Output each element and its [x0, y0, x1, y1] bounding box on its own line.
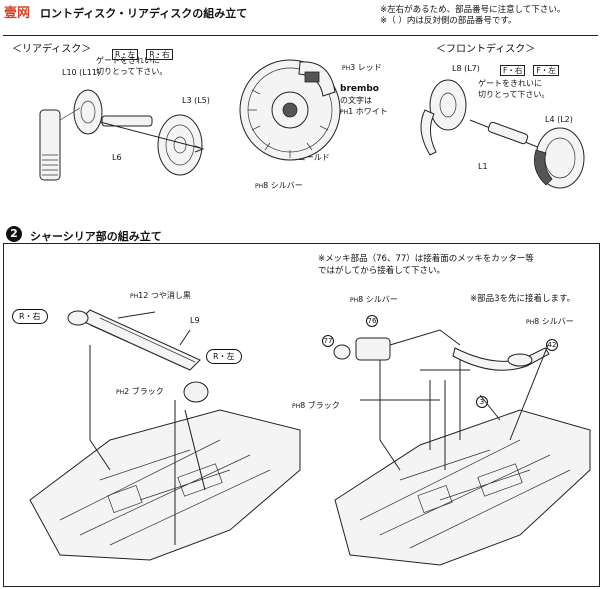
right-black-note: PH8 ブラック: [292, 401, 340, 410]
brembo-note: brembo の文字は PH1 ホワイト: [340, 84, 388, 118]
front-disc-heading: ＜フロントディスク＞: [436, 44, 536, 55]
front-disc-drawing: [420, 79, 585, 189]
step2-glue-first-note: ※部品3を先に接着します。: [470, 294, 576, 304]
caliper-drawing: [239, 59, 341, 161]
step1-note-sides: ※左右があるため、部品番号に注意して下さい。: [380, 5, 566, 15]
front-side-tags: F・右 F・左: [500, 58, 559, 77]
caliper-white-note: PH1 ホワイト: [340, 107, 388, 116]
paint-prefix: PH: [342, 65, 351, 72]
brembo-text: brembo: [340, 84, 379, 94]
rear-gate-note-line2: 切りとって下さい。: [96, 67, 168, 76]
step2-title: シャーシリア部の組み立て: [30, 230, 162, 243]
rear-disc-drawing: [39, 89, 205, 181]
matte-black-note: PH12 つや消し黒: [130, 291, 191, 300]
caliper-silver-note: PH8 シルバー: [255, 181, 303, 190]
part-l4: L4 (L2): [545, 115, 573, 124]
step1-note-parens: ※（ ）内は反対側の部品番号です。: [380, 16, 517, 26]
rear-side-tags: R・左 R・右: [112, 42, 173, 61]
part-42-callout: 42: [546, 339, 558, 351]
left-black-note: PH2 ブラック: [116, 387, 164, 396]
part-l9: L9: [190, 316, 200, 325]
part-76-callout: 76: [366, 315, 378, 327]
front-side-right: F・右: [500, 65, 526, 76]
step2-panel: [3, 243, 600, 587]
rear-side-right: R・右: [146, 49, 173, 60]
front-gate-note-line2: 切りとって下さい。: [478, 90, 550, 99]
front-side-left: F・左: [533, 65, 559, 76]
left-side-r-tag: R・右: [12, 304, 48, 324]
step1-panel: [3, 35, 598, 211]
part-l8: L8 (L7): [452, 64, 480, 73]
rear-gate-note-line1: ゲートをきれいに: [96, 56, 160, 65]
step2-plating-note-1: ※メッキ部品（76、77）は接着面のメッキをカッター等: [318, 254, 534, 264]
step1-title: ロントディスク・リアディスクの組み立て: [40, 7, 248, 20]
front-gate-note-line1: ゲートをきれいに: [478, 79, 542, 88]
rear-disc-heading: ＜リアディスク＞: [12, 44, 92, 55]
step2-plating-note-2: ではがしてから接着して下さい。: [318, 266, 445, 276]
rear-side-left: R・左: [112, 49, 139, 60]
step2-number: 2: [6, 226, 22, 242]
caliper-red-note: PH3 レッド: [342, 63, 382, 72]
silver-note-a: PH8 シルバー: [350, 295, 398, 304]
part-l1: L1: [478, 162, 488, 171]
part-l3: L3 (L5): [182, 96, 210, 105]
silver-note-b: PH8 シルバー: [526, 317, 574, 326]
part-l10: L10 (L11): [62, 68, 101, 77]
brembo-lettering-note: の文字は: [340, 96, 372, 105]
part-l6: L6: [112, 153, 122, 162]
part-3-callout: 3: [476, 389, 488, 408]
front-gate-note: ゲートをきれいに 切りとって下さい。: [478, 78, 549, 100]
watermark-logo: 壹网: [4, 6, 31, 21]
right-chassis-drawing: [333, 329, 591, 566]
left-side-l-tag: R・左: [206, 344, 242, 364]
left-chassis-drawing: [29, 309, 301, 561]
rear-gate-note: ゲートをきれいに 切りとって下さい。: [96, 55, 167, 77]
part-77-callout: 77: [322, 335, 334, 347]
